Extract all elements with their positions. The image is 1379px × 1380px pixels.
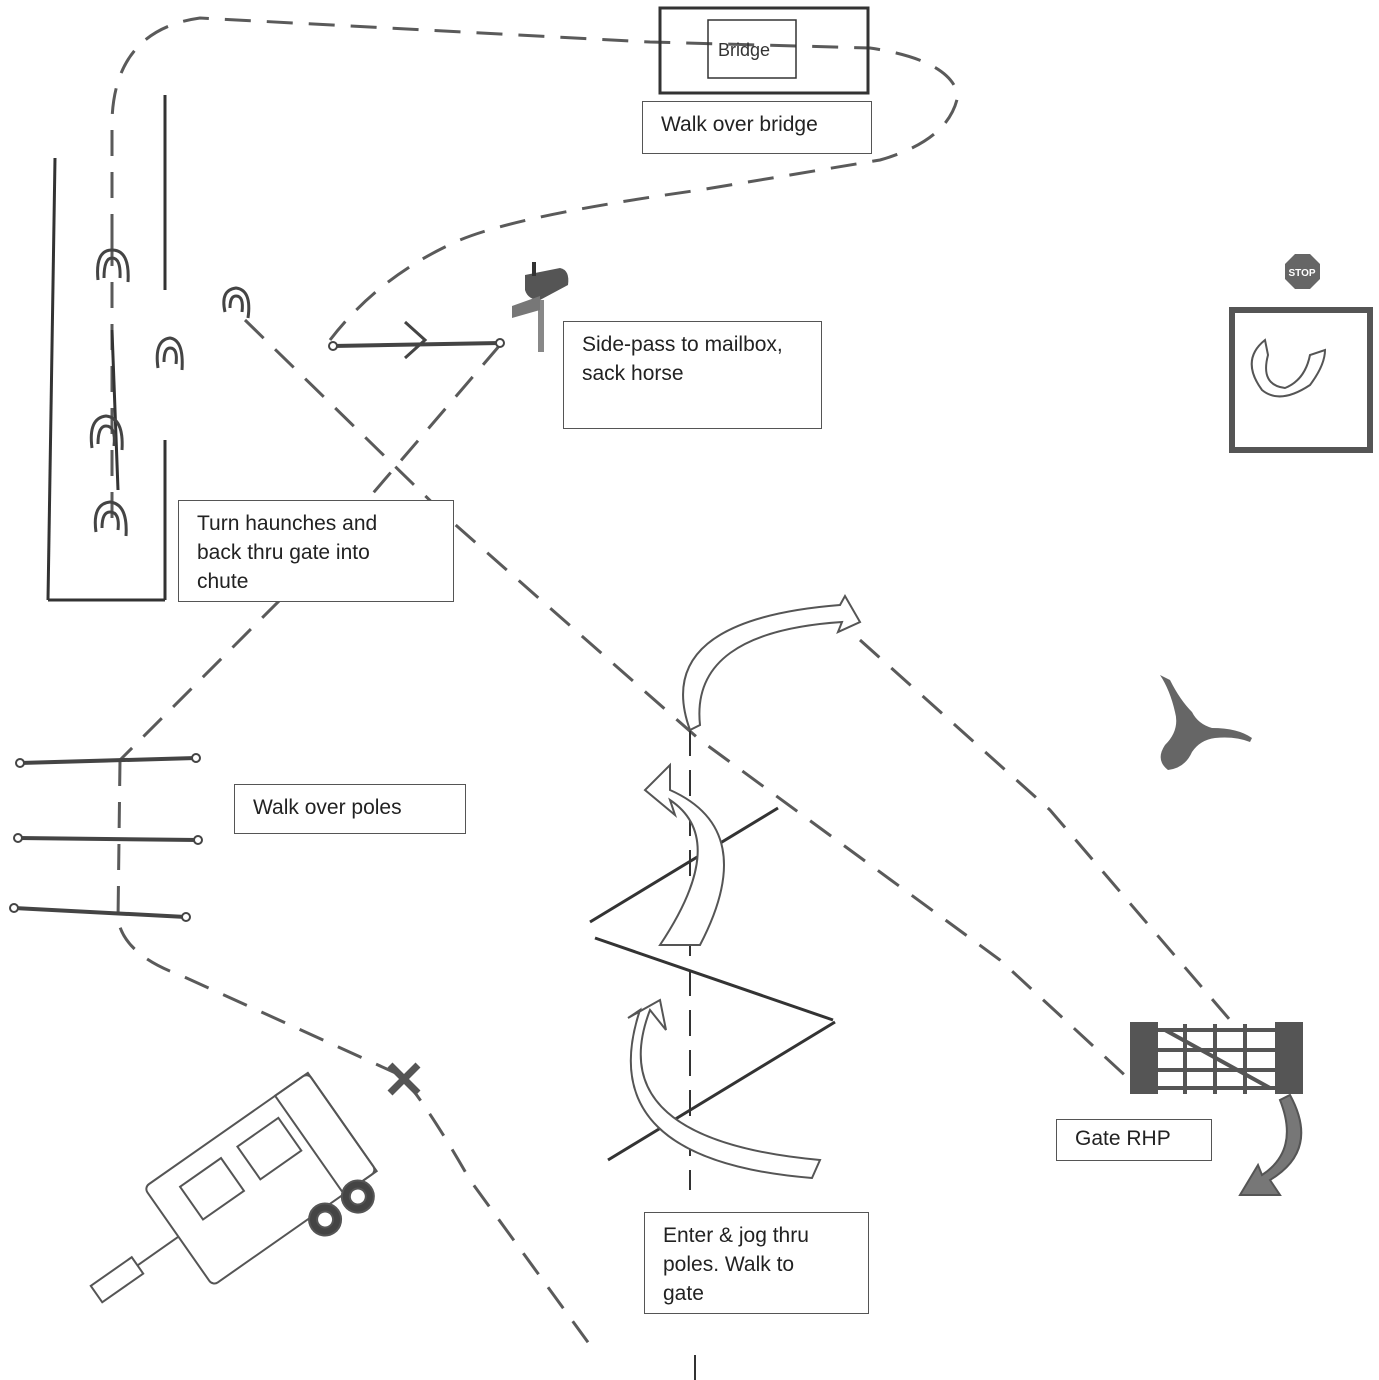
turn-haunches-label: Turn haunches and back thru gate into ch… <box>178 500 454 602</box>
trailer-icon <box>89 1071 379 1304</box>
route-path <box>110 16 1232 1346</box>
gate-rhp-label: Gate RHP <box>1056 1119 1212 1161</box>
poles-group <box>13 756 199 919</box>
stop-sign-icon: STOP <box>1285 254 1320 289</box>
side-pass-label: Side-pass to mailbox, sack horse <box>563 321 822 429</box>
pole-icon <box>328 320 505 360</box>
stop-box <box>1229 307 1373 453</box>
steer-icon <box>1160 675 1252 770</box>
x-marker-icon <box>387 1062 421 1096</box>
bridge-label: Bridge <box>718 40 771 60</box>
mailbox-icon <box>512 262 569 352</box>
walk-over-bridge-label: Walk over bridge <box>642 101 872 154</box>
horseshoe-icon <box>89 248 251 537</box>
enter-jog-label: Enter & jog thru poles. Walk to gate <box>644 1212 869 1314</box>
walk-over-poles-label: Walk over poles <box>234 784 466 834</box>
svg-text:STOP: STOP <box>1288 268 1315 279</box>
bridge-icon <box>658 6 870 95</box>
chute <box>46 95 167 602</box>
gate-icon <box>1130 1022 1303 1196</box>
curved-arrow-icon <box>627 593 862 1180</box>
